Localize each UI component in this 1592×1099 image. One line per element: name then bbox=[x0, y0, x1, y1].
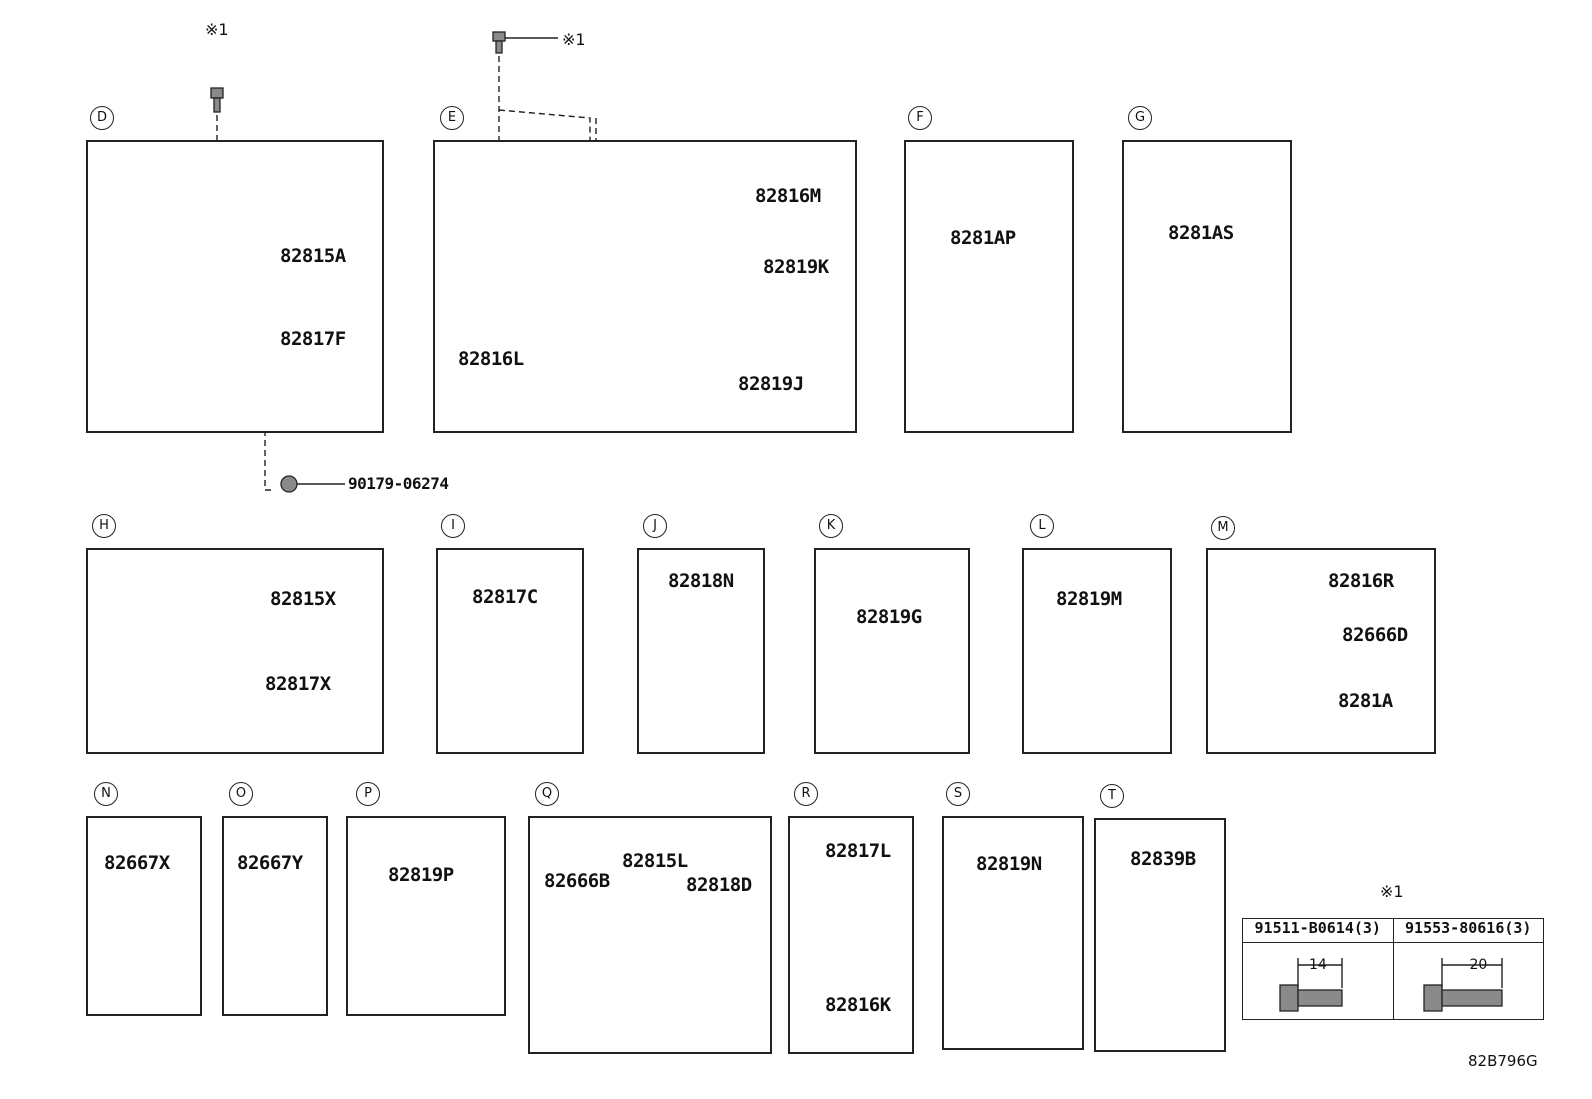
bolt-icon bbox=[210, 87, 224, 113]
section-m-box bbox=[1206, 548, 1436, 754]
note-mark-d: ※1 bbox=[205, 20, 229, 39]
section-label-o: O bbox=[229, 782, 253, 806]
bolt-1-part-number: 91511-B0614(3) bbox=[1242, 918, 1394, 943]
diagram-code: 82B796G bbox=[1468, 1052, 1538, 1070]
section-label-e: E bbox=[440, 106, 464, 130]
section-p-box bbox=[346, 816, 506, 1016]
part-number: 8281AP bbox=[950, 227, 1016, 249]
section-t-box bbox=[1094, 818, 1226, 1052]
section-label-f: F bbox=[908, 106, 932, 130]
part-number: 82819P bbox=[388, 864, 454, 886]
section-k-box bbox=[814, 548, 970, 754]
section-r-box bbox=[788, 816, 914, 1054]
section-label-h: H bbox=[92, 514, 116, 538]
part-number: 82666D bbox=[1342, 624, 1408, 646]
bolt-2-illustration-cell: 20 bbox=[1392, 942, 1544, 1020]
section-label-n: N bbox=[94, 782, 118, 806]
section-o-box bbox=[222, 816, 328, 1016]
section-label-q: Q bbox=[535, 782, 559, 806]
part-number: 8281AS bbox=[1168, 222, 1234, 244]
section-label-g: G bbox=[1128, 106, 1152, 130]
note-mark-table: ※1 bbox=[1380, 882, 1404, 901]
part-number: 82815A bbox=[280, 245, 346, 267]
bolt-1-length: 14 bbox=[1309, 957, 1327, 973]
part-number: 8281A bbox=[1338, 690, 1393, 712]
part-number: 82819M bbox=[1056, 588, 1122, 610]
section-label-l: L bbox=[1030, 514, 1054, 538]
part-number: 82818D bbox=[686, 874, 752, 896]
part-number: 82817X bbox=[265, 673, 331, 695]
part-number: 82819K bbox=[763, 256, 829, 278]
bolt-1-illustration-cell: 14 bbox=[1242, 942, 1394, 1020]
part-number: 90179-06274 bbox=[348, 474, 449, 493]
part-number: 82817L bbox=[825, 840, 891, 862]
part-number: 82667Y bbox=[237, 852, 303, 874]
bolt-spec-table: 91511-B0614(3) 91553-80616(3) 14 20 bbox=[1242, 918, 1544, 1020]
section-e-box bbox=[433, 140, 857, 433]
part-number: 82816R bbox=[1328, 570, 1394, 592]
section-label-i: I bbox=[441, 514, 465, 538]
section-label-m: M bbox=[1211, 516, 1235, 540]
part-number: 82666B bbox=[544, 870, 610, 892]
part-number: 82816L bbox=[458, 348, 524, 370]
part-number: 82817F bbox=[280, 328, 346, 350]
section-j-box bbox=[637, 548, 765, 754]
section-label-s: S bbox=[946, 782, 970, 806]
part-number: 82667X bbox=[104, 852, 170, 874]
part-number: 82815L bbox=[622, 850, 688, 872]
section-i-box bbox=[436, 548, 584, 754]
section-label-j: J bbox=[643, 514, 667, 538]
section-g-box bbox=[1122, 140, 1292, 433]
section-label-d: D bbox=[90, 106, 114, 130]
bolt-2-part-number: 91553-80616(3) bbox=[1392, 918, 1544, 943]
part-number: 82819G bbox=[856, 606, 922, 628]
part-number: 82818N bbox=[668, 570, 734, 592]
section-q-box bbox=[528, 816, 772, 1054]
part-number: 82817C bbox=[472, 586, 538, 608]
section-label-p: P bbox=[356, 782, 380, 806]
part-number: 82839B bbox=[1130, 848, 1196, 870]
section-f-box bbox=[904, 140, 1074, 433]
part-number: 82816K bbox=[825, 994, 891, 1016]
part-number: 82819J bbox=[738, 373, 804, 395]
part-number: 82815X bbox=[270, 588, 336, 610]
section-d-box bbox=[86, 140, 384, 433]
section-l-box bbox=[1022, 548, 1172, 754]
bolt-2-length: 20 bbox=[1469, 957, 1488, 973]
part-number: 82816M bbox=[755, 185, 821, 207]
section-h-box bbox=[86, 548, 384, 754]
part-number: 82819N bbox=[976, 853, 1042, 875]
section-label-k: K bbox=[819, 514, 843, 538]
section-label-t: T bbox=[1100, 784, 1124, 808]
bolt-icon-e bbox=[492, 31, 506, 54]
section-label-r: R bbox=[794, 782, 818, 806]
section-n-box bbox=[86, 816, 202, 1016]
section-s-box bbox=[942, 816, 1084, 1050]
note-mark-e: ※1 bbox=[562, 30, 586, 49]
